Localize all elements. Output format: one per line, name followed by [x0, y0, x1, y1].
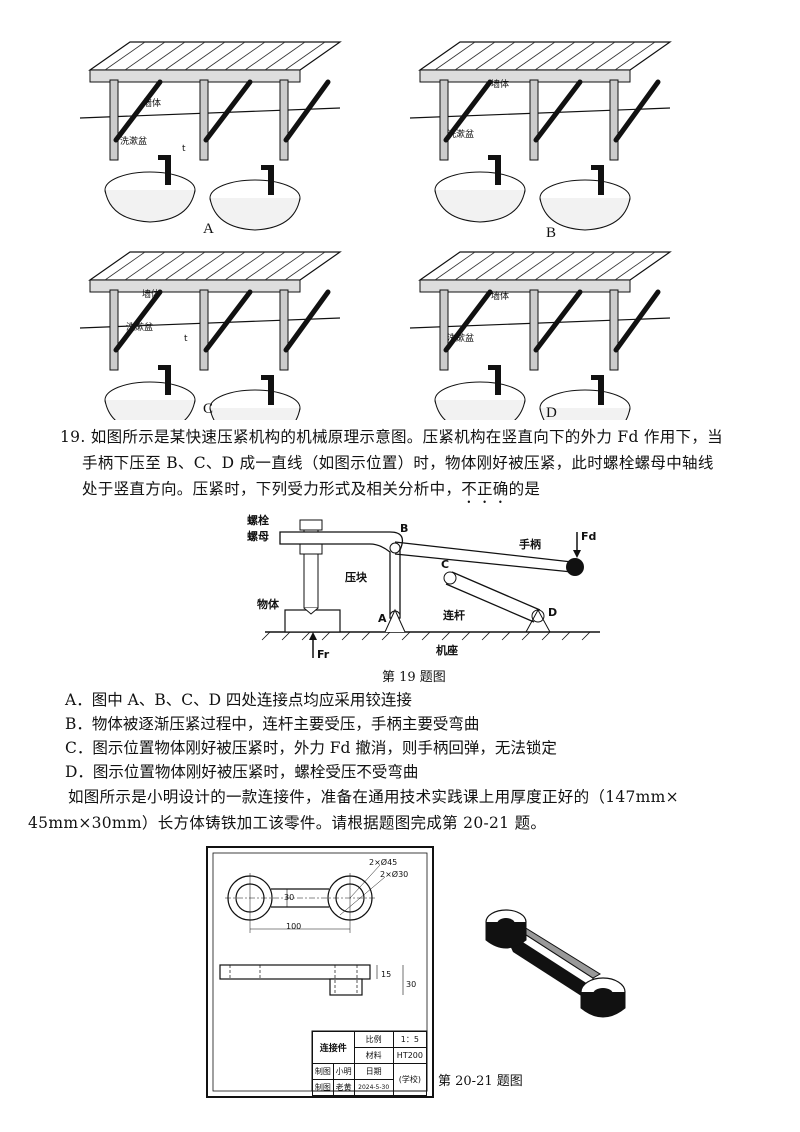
label-fd: Fd	[581, 530, 597, 543]
label-point-a: A	[378, 612, 387, 625]
label-rod: 连杆	[443, 609, 465, 622]
caption-a: A	[203, 221, 214, 237]
q19-line1: 19. 如图所示是某快速压紧机构的机械原理示意图。压紧机构在竖直向下的外力 Fd…	[60, 428, 723, 446]
option-c: C．图示位置物体刚好被压紧时，外力 Fd 撤消，则手柄回弹，无法锁定	[65, 739, 557, 757]
label-nut: 螺母	[247, 530, 269, 543]
dim-15: 15	[381, 970, 392, 979]
label-block: 压块	[345, 571, 367, 584]
intro-20-21: 如图所示是小明设计的一款连接件，准备在通用技术实践课上用厚度正好的（147mm×…	[28, 784, 790, 836]
dim-100: 100	[286, 922, 302, 931]
check-label: 制图	[312, 1079, 334, 1096]
intro-line2: 45mm×30mm）长方体铸铁加工该零件。请根据题图完成第 20-21 题。	[28, 814, 547, 832]
basin-label-a: 洗漱盆	[120, 137, 148, 147]
scale-value: 1：5	[392, 1031, 428, 1048]
basin-label-d: 洗漱盆	[447, 334, 475, 344]
school: (学校)	[392, 1063, 428, 1096]
t-label-a: t	[182, 144, 186, 154]
option-d: D．图示位置物体刚好被压紧时，螺栓受压不受弯曲	[65, 763, 419, 781]
dim-hole30: 2×Ø30	[380, 870, 409, 879]
caption-b: B	[546, 225, 557, 241]
material-label: 材料	[353, 1047, 394, 1064]
part-name: 连接件	[312, 1031, 355, 1064]
fig19-caption: 第 19 题图	[382, 670, 446, 685]
wall-label-c: 墙体	[142, 290, 161, 300]
label-object: 物体	[257, 598, 279, 611]
drawn-value: 小明	[332, 1063, 355, 1080]
date-value: 2024-5-30	[353, 1079, 394, 1096]
label-bolt: 螺栓	[247, 514, 269, 527]
wall-label-a: 墙体	[143, 99, 162, 109]
dim-30: 30	[406, 980, 417, 989]
part-3d-view	[485, 909, 626, 1018]
basin-label-c: 洗漱盆	[126, 323, 154, 333]
label-base: 机座	[436, 644, 458, 657]
dim-30-vertical: 30	[284, 893, 295, 902]
label-point-d: D	[548, 606, 558, 619]
caption-d: D	[546, 405, 557, 421]
mechanism-diagram	[261, 519, 600, 658]
t-label-c: t	[184, 334, 188, 344]
checker-value: 老黄	[332, 1079, 355, 1096]
label-point-c: C	[441, 558, 450, 571]
wall-label-b: 墙体	[491, 80, 510, 90]
title-block: 连接件 比例 1：5 材料 HT200 制图 小明 日期 (学校) 制图 老黄 …	[312, 1031, 428, 1096]
basin-label-b: 洗漱盆	[447, 130, 475, 140]
label-fr: Fr	[317, 648, 330, 661]
q19-emphasis: 不正确	[461, 480, 509, 498]
date-label: 日期	[353, 1063, 394, 1080]
question-19: 19. 如图所示是某快速压紧机构的机械原理示意图。压紧机构在竖直向下的外力 Fd…	[60, 424, 780, 507]
q19-number: 19.	[60, 428, 86, 446]
option-b: B．物体被逐渐压紧过程中，连杆主要受压，手柄主要受弯曲	[65, 715, 480, 733]
label-handle: 手柄	[519, 538, 541, 551]
fig2021-caption: 第 20-21 题图	[438, 1074, 523, 1089]
material-value: HT200	[392, 1047, 428, 1064]
intro-line1: 如图所示是小明设计的一款连接件，准备在通用技术实践课上用厚度正好的（147mm×	[68, 788, 679, 806]
q19-options: A．图中 A、B、C、D 四处连接点均应采用铰连接 B．物体被逐渐压紧过程中，连…	[65, 688, 785, 784]
wall-label-d: 墙体	[491, 292, 510, 302]
scale-label: 比例	[353, 1031, 394, 1048]
q19-line2: 手柄下压至 B、C、D 成一直线（如图示位置）时，物体刚好被压紧，此时螺栓螺母中…	[82, 454, 714, 472]
label-point-b: B	[400, 522, 409, 535]
caption-c: C	[203, 401, 214, 417]
drawn-label: 制图	[312, 1063, 334, 1080]
q19-line3: 处于竖直方向。压紧时，下列受力形式及相关分析中，不正确的是	[82, 480, 541, 498]
option-a: A．图中 A、B、C、D 四处连接点均应采用铰连接	[65, 691, 412, 709]
dim-hole45: 2×Ø45	[369, 858, 398, 867]
shelf-figures	[0, 0, 800, 420]
